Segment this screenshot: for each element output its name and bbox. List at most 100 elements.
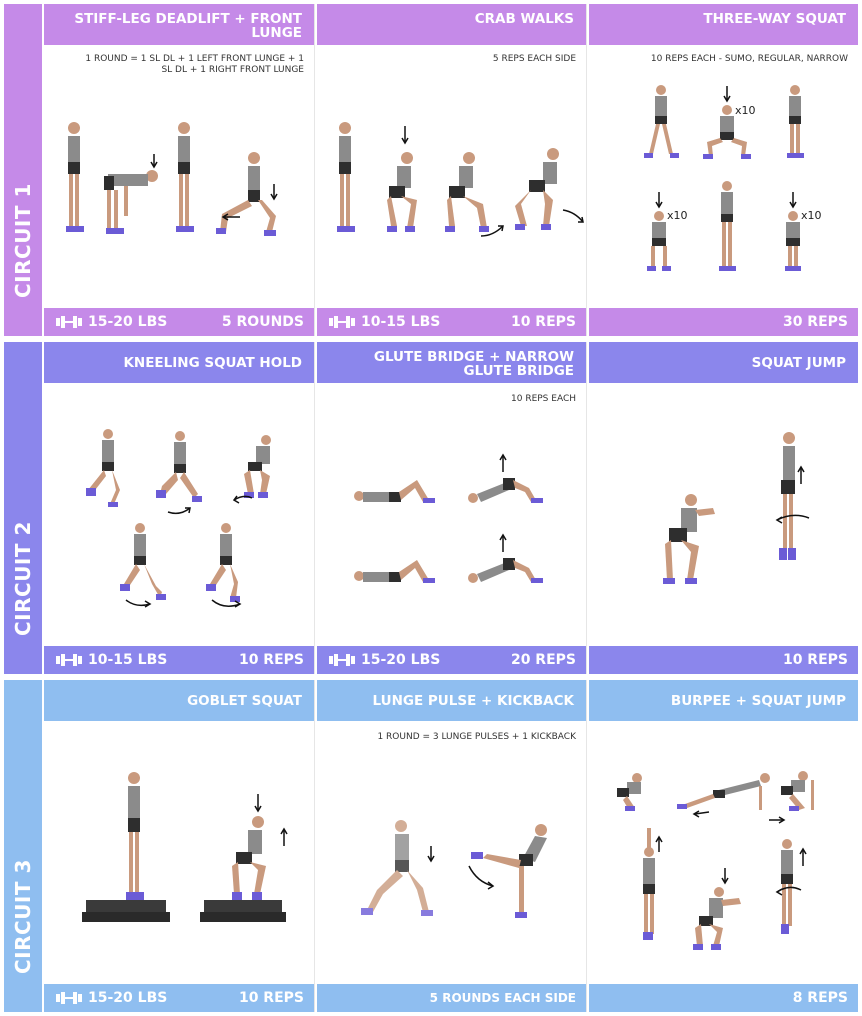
figure-lunge-icon bbox=[216, 152, 276, 236]
reps-label: 20 REPS bbox=[510, 652, 576, 668]
dumbbell-icon bbox=[56, 316, 82, 328]
exercise-card-glute-bridge: GLUTE BRIDGE + NARROW GLUTE BRIDGE 10 RE… bbox=[317, 342, 587, 674]
down-arrow-icon bbox=[401, 126, 409, 145]
curved-arrow-icon bbox=[468, 865, 495, 890]
weight-label: 15-20 LBS bbox=[361, 652, 441, 668]
figure-squat-icon bbox=[232, 816, 266, 900]
figure-squat-icon bbox=[693, 887, 741, 950]
reps-label: 8 REPS bbox=[792, 990, 848, 1006]
reps-label: 10 REPS bbox=[238, 990, 304, 1006]
exercise-card-squat-jump: SQUAT JUMP 10 REPS bbox=[589, 342, 858, 674]
reps-label: 5 ROUNDS bbox=[221, 314, 304, 330]
exercise-illustration bbox=[361, 820, 547, 918]
figure-lying-icon bbox=[354, 480, 435, 503]
circuit-2: CIRCUIT 2 KNEELING SQUAT HOLD 10-15 LBS … bbox=[0, 342, 862, 674]
figure-squat-icon bbox=[515, 148, 559, 230]
figure-narrow-squat-icon bbox=[785, 211, 801, 271]
exercise-card-stiff-leg-deadlift: STIFF-LEG DEADLIFT + FRONT LUNGE 1 ROUND… bbox=[44, 4, 315, 336]
up-arrow-icon bbox=[499, 453, 507, 552]
exercise-title: LUNGE PULSE + KICKBACK bbox=[317, 680, 586, 721]
exercise-footer: 5 ROUNDS EACH SIDE bbox=[317, 984, 586, 1012]
figure-bridge-icon bbox=[468, 558, 543, 583]
exercise-card-kneeling-squat-hold: KNEELING SQUAT HOLD 10-15 LBS 10 REPS bbox=[44, 342, 315, 674]
curved-arrow-icon bbox=[125, 495, 253, 608]
figure-lying-icon bbox=[354, 560, 435, 583]
exercise-note: 10 REPS EACH bbox=[511, 394, 576, 404]
exercise-card-goblet-squat: GOBLET SQUAT 15-20 LBS 10 REPS bbox=[44, 680, 315, 1012]
circuit-2-label: CIRCUIT 2 bbox=[11, 521, 35, 636]
left-arrow-icon bbox=[221, 213, 240, 221]
exercise-note: 1 ROUND = 1 SL DL + 1 LEFT FRONT LUNGE +… bbox=[85, 54, 304, 75]
figure-standing-icon bbox=[644, 85, 679, 158]
weight-label: 15-20 LBS bbox=[88, 990, 168, 1006]
figure-standing-icon bbox=[66, 122, 84, 232]
exercise-title: GOBLET SQUAT bbox=[44, 680, 314, 721]
figure-standing-icon bbox=[126, 772, 144, 900]
circuit-2-side-bar: CIRCUIT 2 bbox=[4, 342, 42, 674]
exercise-footer: 10 REPS bbox=[589, 646, 858, 674]
multiplier-labels: x10 x10 x10 bbox=[667, 104, 822, 222]
down-arrow-icon bbox=[254, 794, 262, 813]
exercise-title: SQUAT JUMP bbox=[589, 342, 858, 383]
exercise-note: 10 REPS EACH - SUMO, REGULAR, NARROW bbox=[650, 54, 848, 64]
circuit-3-side-bar: CIRCUIT 3 bbox=[4, 680, 42, 1012]
figure-kickback-icon bbox=[471, 824, 547, 918]
exercise-title: CRAB WALKS bbox=[317, 4, 586, 45]
figure-crouch-icon bbox=[617, 773, 642, 811]
multiplier-label: x10 bbox=[667, 209, 688, 222]
exercise-illustration bbox=[86, 429, 271, 608]
exercise-title: BURPEE + SQUAT JUMP bbox=[589, 680, 858, 721]
down-arrow-icon bbox=[655, 86, 797, 209]
circuit-1-label: CIRCUIT 1 bbox=[11, 183, 35, 298]
down-arrow-icon bbox=[721, 868, 729, 885]
reps-label: 5 ROUNDS EACH SIDE bbox=[429, 991, 576, 1005]
figure-sumo-squat-icon bbox=[703, 105, 751, 159]
left-arrow-icon bbox=[692, 810, 710, 818]
exercise-illustration bbox=[337, 122, 584, 237]
figure-squat-icon bbox=[663, 494, 715, 584]
figure-standing-icon bbox=[719, 181, 736, 271]
multiplier-label: x10 bbox=[801, 209, 822, 222]
figure-jump-icon bbox=[643, 828, 655, 940]
figure-plank-icon bbox=[677, 773, 770, 810]
exercise-footer: 15-20 LBS 10 REPS bbox=[44, 984, 314, 1012]
exercise-card-lunge-pulse-kickback: LUNGE PULSE + KICKBACK 1 ROUND = 3 LUNGE… bbox=[317, 680, 587, 1012]
exercise-note: 1 ROUND = 3 LUNGE PULSES + 1 KICKBACK bbox=[377, 732, 576, 742]
dumbbell-icon bbox=[56, 654, 82, 666]
up-arrow-icon bbox=[797, 465, 805, 484]
circuit-1: CIRCUIT 1 STIFF-LEG DEADLIFT + FRONT LUN… bbox=[0, 4, 862, 336]
reps-label: 10 REPS bbox=[238, 652, 304, 668]
exercise-title: STIFF-LEG DEADLIFT + FRONT LUNGE bbox=[44, 4, 314, 45]
exercise-card-crab-walks: CRAB WALKS 5 REPS EACH SIDE 10-15 LBS 10… bbox=[317, 4, 587, 336]
dumbbell-icon bbox=[329, 316, 355, 328]
exercise-illustration bbox=[66, 122, 278, 236]
exercise-illustration: x10 x10 x10 bbox=[644, 85, 822, 271]
exercise-footer: 15-20 LBS 20 REPS bbox=[317, 646, 586, 674]
exercise-illustration bbox=[663, 432, 810, 584]
figure-squat-icon bbox=[647, 211, 671, 271]
reps-label: 10 REPS bbox=[782, 652, 848, 668]
reps-label: 10 REPS bbox=[510, 314, 576, 330]
curved-arrow-icon bbox=[775, 514, 810, 524]
exercise-footer: 15-20 LBS 5 ROUNDS bbox=[44, 308, 314, 336]
figure-jump-icon bbox=[779, 432, 796, 560]
figure-squat-icon bbox=[387, 152, 417, 232]
figure-standing-icon bbox=[787, 85, 804, 158]
weight-label: 10-15 LBS bbox=[88, 652, 168, 668]
figure-squat-icon bbox=[244, 435, 271, 498]
dumbbell-icon bbox=[56, 992, 82, 1004]
exercise-card-three-way-squat: THREE-WAY SQUAT 10 REPS EACH - SUMO, REG… bbox=[589, 4, 858, 336]
curved-arrow-icon bbox=[775, 886, 802, 896]
exercise-title: GLUTE BRIDGE + NARROW GLUTE BRIDGE bbox=[317, 342, 586, 383]
figure-lunge-icon bbox=[206, 523, 240, 602]
step-platform-icon bbox=[82, 900, 286, 922]
figure-lunge-icon bbox=[361, 820, 433, 916]
up-arrow-icon bbox=[655, 835, 807, 866]
reps-label: 30 REPS bbox=[782, 314, 848, 330]
figure-jump-icon bbox=[781, 839, 793, 934]
figure-standing-icon bbox=[337, 122, 355, 232]
up-arrow-icon bbox=[280, 827, 288, 846]
weight-label: 15-20 LBS bbox=[88, 314, 168, 330]
figure-squat-icon bbox=[445, 152, 489, 232]
figure-kneeling-icon bbox=[156, 431, 202, 502]
